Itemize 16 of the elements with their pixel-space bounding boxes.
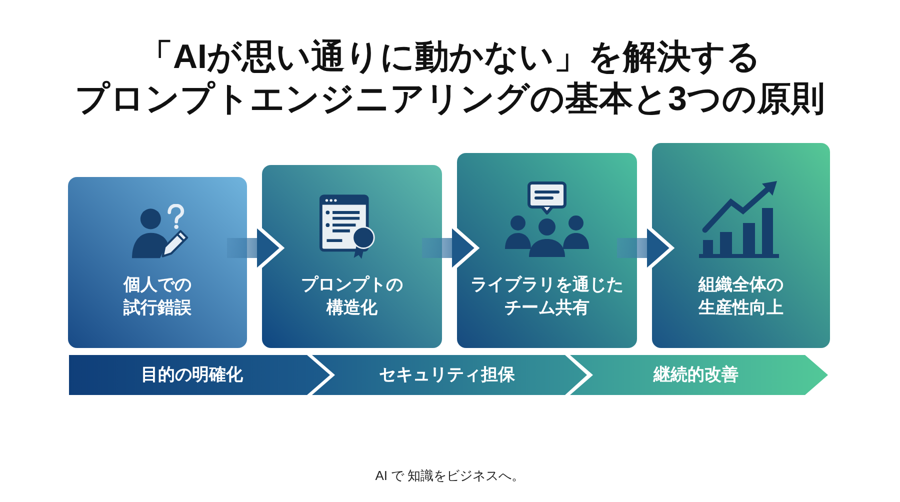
title: 「AIが思い通りに動かない」を解決するプロンプトエンジニアリングの基本と3つの原則 <box>75 37 825 120</box>
step-label: 個人での試行錯誤 <box>122 274 192 319</box>
step-label: 組織全体の生産性向上 <box>698 274 784 319</box>
step-box <box>262 165 442 348</box>
chevron-band <box>69 355 330 395</box>
chevron-band <box>570 355 828 395</box>
tagline: AI で 知識をビジネスへ。 <box>375 467 525 484</box>
band-label: 目的の明確化 <box>141 364 243 386</box>
step-box <box>652 143 830 348</box>
step-label: ライブラリを通じたチーム共有 <box>470 274 624 319</box>
band-label: 継続的改善 <box>654 364 738 386</box>
step-label: プロンプトの構造化 <box>300 274 404 319</box>
step-box <box>68 177 247 348</box>
step-box <box>457 153 637 348</box>
chevron-band <box>312 355 587 395</box>
band-label: セキュリティ担保 <box>379 364 515 386</box>
